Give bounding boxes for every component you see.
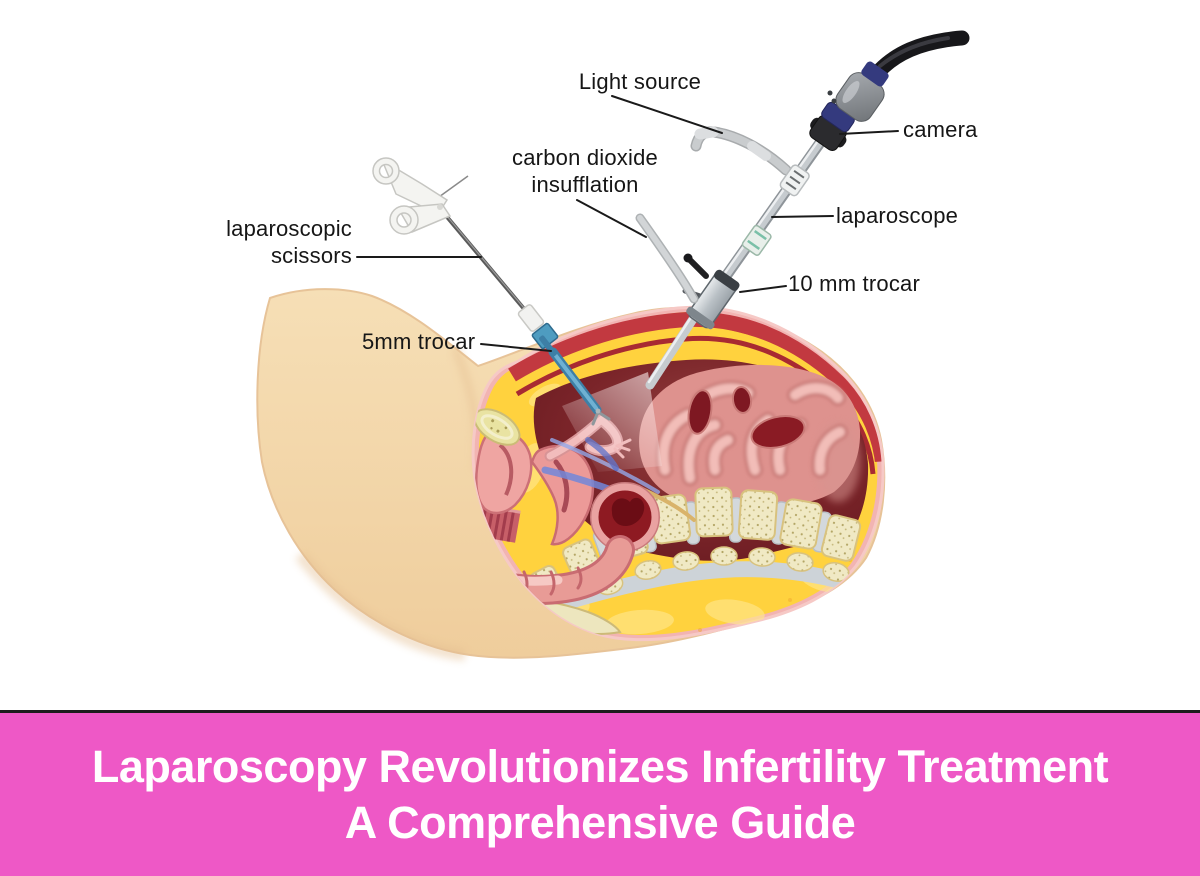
pelvic-organs — [473, 408, 696, 605]
pointer-light-source — [611, 95, 723, 134]
label-pointer-lines — [356, 95, 899, 352]
label-camera: camera — [903, 117, 978, 142]
bladder — [475, 429, 533, 515]
laparoscopic-scissors-instrument — [372, 157, 532, 318]
pointer-camera — [839, 130, 899, 135]
ovary — [473, 408, 521, 446]
grasper-jaws — [591, 408, 611, 426]
pointer-co2 — [576, 199, 647, 238]
banner-title-line2: A Comprehensive Guide — [344, 796, 856, 848]
laparoscopy-diagram-illustration — [256, 30, 970, 661]
label-light-source: Light source — [578, 69, 702, 94]
laparoscope-instrument — [635, 30, 970, 330]
co2-insufflation-tube — [635, 213, 699, 304]
bowel-openings — [687, 386, 806, 449]
small-intestines — [639, 364, 861, 509]
label-co2-insufflation: carbon dioxide insufflation — [512, 145, 658, 197]
label-trocar-10mm: 10 mm trocar — [788, 271, 920, 296]
grasper-shaft-internal — [548, 347, 602, 415]
laparoscope-tip — [645, 307, 717, 390]
camera-head — [809, 30, 970, 151]
trocar-10mm-instrument — [682, 253, 740, 330]
pointer-trocar-5mm — [480, 343, 552, 352]
banner-title-line1: Laparoscopy Revolutionizes Infertility T… — [91, 740, 1109, 792]
light-source-cable — [690, 126, 792, 176]
label-laparoscope: laparoscope — [836, 203, 959, 228]
label-trocar-5mm: 5mm trocar — [362, 329, 476, 354]
label-laparoscopic-scissors: laparoscopic scissors — [226, 216, 352, 268]
body-cross-section — [256, 288, 886, 661]
pointer-trocar-10mm — [739, 285, 787, 293]
title-banner: Laparoscopy Revolutionizes Infertility T… — [0, 710, 1200, 876]
trocar-5mm-instrument — [517, 304, 559, 357]
pointer-laparoscope — [771, 215, 834, 218]
